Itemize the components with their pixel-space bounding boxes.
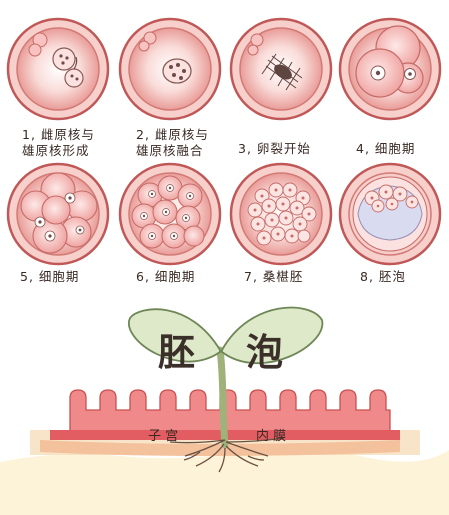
- stage-7-caption: 7, 桑椹胚: [244, 269, 303, 285]
- leaf-label-left: 胚: [158, 331, 195, 374]
- stage-5-cells: [6, 162, 110, 266]
- stage-2-caption: 2, 雌原核与 雄原核融合: [136, 127, 209, 159]
- stage-8-blastocyst: [338, 162, 442, 266]
- stage-4-cells: [338, 17, 442, 121]
- stage-4-caption-line1: 4, 细胞期: [356, 141, 416, 156]
- stage-6-cells: [118, 162, 222, 266]
- stage-5-caption-line1: 5, 细胞期: [20, 269, 80, 284]
- sprout: [128, 306, 324, 473]
- stage-3-cleavage: [229, 17, 333, 121]
- stage-4-caption: 4, 细胞期: [356, 141, 415, 157]
- stage-1-caption: 1, 雌原核与 雄原核形成: [22, 127, 95, 159]
- stage-1-caption-line2: 雄原核形成: [22, 143, 90, 158]
- uterus-label-left: 子 宫: [148, 429, 179, 444]
- stage-3-caption: 3, 卵裂开始: [238, 141, 311, 157]
- stage-7-caption-line1: 7, 桑椹胚: [244, 269, 304, 284]
- uterus-label-right: 内 膜: [256, 429, 287, 444]
- stage-6-caption-line1: 6, 细胞期: [136, 269, 196, 284]
- stage-8-caption-line1: 8, 胚泡: [360, 269, 406, 284]
- stage-3-caption-line1: 3, 卵裂开始: [238, 141, 311, 156]
- stage-5-caption: 5, 细胞期: [20, 269, 79, 285]
- stage-7-morula: [229, 162, 333, 266]
- stage-1-zygote: [6, 17, 110, 121]
- stage-1-caption-line1: 1, 雌原核与: [22, 127, 95, 142]
- stage-6-caption: 6, 细胞期: [136, 269, 195, 285]
- stage-2-caption-line1: 2, 雌原核与: [136, 127, 209, 142]
- leaf-label-right: 泡: [246, 331, 283, 374]
- stage-2-caption-line2: 雄原核融合: [136, 143, 204, 158]
- stage-8-caption: 8, 胚泡: [360, 269, 406, 285]
- stage-2-fusion: [118, 17, 222, 121]
